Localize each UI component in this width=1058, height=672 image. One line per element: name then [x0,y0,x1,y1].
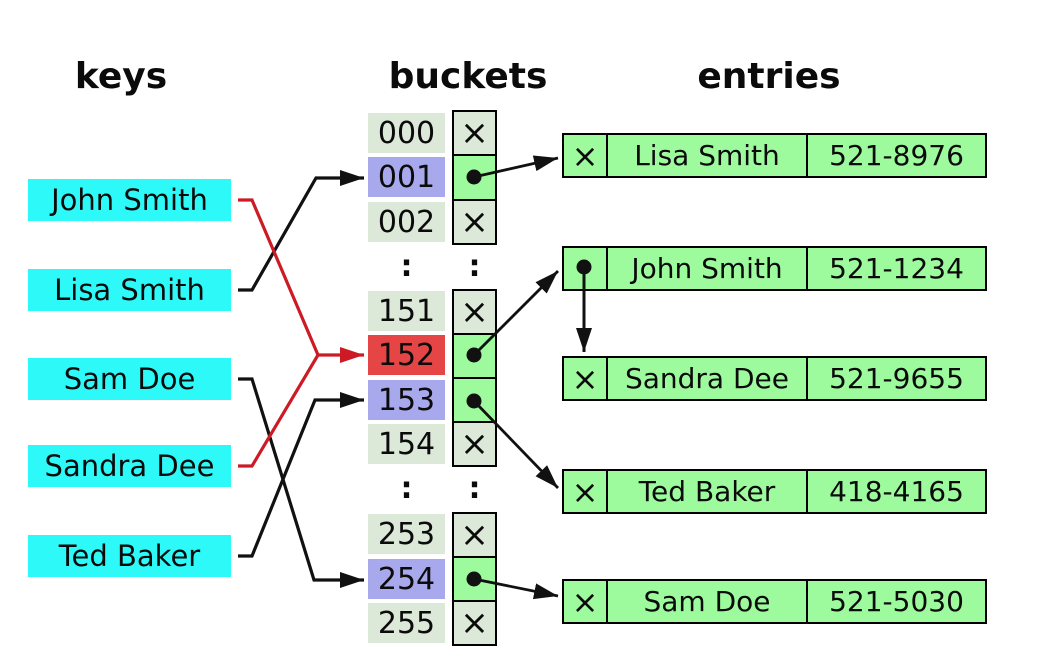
key-box-ted-baker: Ted Baker [28,535,231,577]
entry-next-empty-icon: × [564,135,608,176]
entry-name: John Smith [608,248,808,289]
slot-ellipsis: : [468,471,481,506]
bucket-label-152: 152 [368,335,445,375]
key-label: Sandra Dee [44,449,215,483]
arrow-sam-doe-to-bucket-254 [238,377,364,588]
collision-line-john-smith-to-bucket-152 [238,198,320,356]
entry-name: Sandra Dee [608,358,808,399]
slot-151-empty-icon: × [454,291,495,333]
slot-ellipsis: : [468,249,481,284]
key-label: Lisa Smith [54,273,205,307]
slot-001-pointer [454,154,495,199]
entry-phone: 521-1234 [829,252,964,285]
x-icon: × [460,113,489,154]
slot-group-151-154: × × [452,289,497,467]
slot-255-empty-icon: × [454,600,495,644]
bucket-label-154: 154 [368,424,445,464]
entry-phone: 418-4165 [829,475,964,508]
x-icon: × [571,359,599,398]
slot-group-253-255: × × [452,512,497,646]
key-box-sandra-dee: Sandra Dee [28,445,231,487]
bucket-ellipsis: : [400,471,413,506]
x-icon: × [460,292,489,332]
x-icon: × [460,424,489,464]
slot-002-empty-icon: × [454,198,495,243]
x-icon: × [460,603,489,643]
slot-253-empty-icon: × [454,514,495,556]
keys-header: keys [74,56,168,97]
bucket-label-255: 255 [368,603,445,643]
bucket-label-153: 153 [368,380,445,420]
bucket-label-253: 253 [368,514,445,554]
entry-name: Lisa Smith [608,135,808,176]
entry-lisa-smith: × Lisa Smith 521-8976 [562,133,987,178]
slot-153-pointer [454,377,495,421]
collision-line-sandra-dee-to-bucket-152 [238,354,320,468]
x-icon: × [571,582,599,621]
x-icon: × [460,201,489,242]
bucket-label-151: 151 [368,291,445,331]
entry-ted-baker: × Ted Baker 418-4165 [562,469,987,514]
slot-154-empty-icon: × [454,421,495,465]
entry-sam-doe: × Sam Doe 521-5030 [562,579,987,624]
entries-header: entries [697,56,841,97]
x-icon: × [571,136,599,175]
bucket-label-254: 254 [368,559,445,599]
entry-phone: 521-8976 [829,139,964,172]
arrow-ted-baker-to-bucket-153 [238,392,364,558]
bucket-label-000: 000 [368,113,445,153]
entry-john-smith: John Smith 521-1234 [562,246,987,291]
key-label: John Smith [51,183,208,217]
buckets-header: buckets [388,56,548,97]
entry-name: Sam Doe [608,581,808,622]
key-box-sam-doe: Sam Doe [28,358,231,400]
bucket-label-002: 002 [368,202,445,242]
slot-000-empty-icon: × [454,112,495,154]
bucket-label-001: 001 [368,157,445,197]
entry-phone: 521-9655 [829,362,964,395]
x-icon: × [571,472,599,511]
entry-next-empty-icon: × [564,581,608,622]
slot-254-pointer [454,556,495,600]
entry-sandra-dee: × Sandra Dee 521-9655 [562,356,987,401]
x-icon: × [460,515,489,555]
entry-phone: 521-5030 [829,585,964,618]
entry-next-empty-icon: × [564,471,608,512]
key-box-john-smith: John Smith [28,179,231,221]
key-box-lisa-smith: Lisa Smith [28,269,231,311]
key-label: Ted Baker [58,539,201,573]
slot-group-000-002: × × [452,110,497,245]
arrow-lisa-smith-to-bucket-001 [238,170,364,292]
slot-152-pointer [454,333,495,377]
bucket-ellipsis: : [400,249,413,284]
entry-next-empty-icon: × [564,358,608,399]
entry-next-pointer-dot [564,248,608,289]
key-label: Sam Doe [63,362,196,396]
entry-name: Ted Baker [608,471,808,512]
